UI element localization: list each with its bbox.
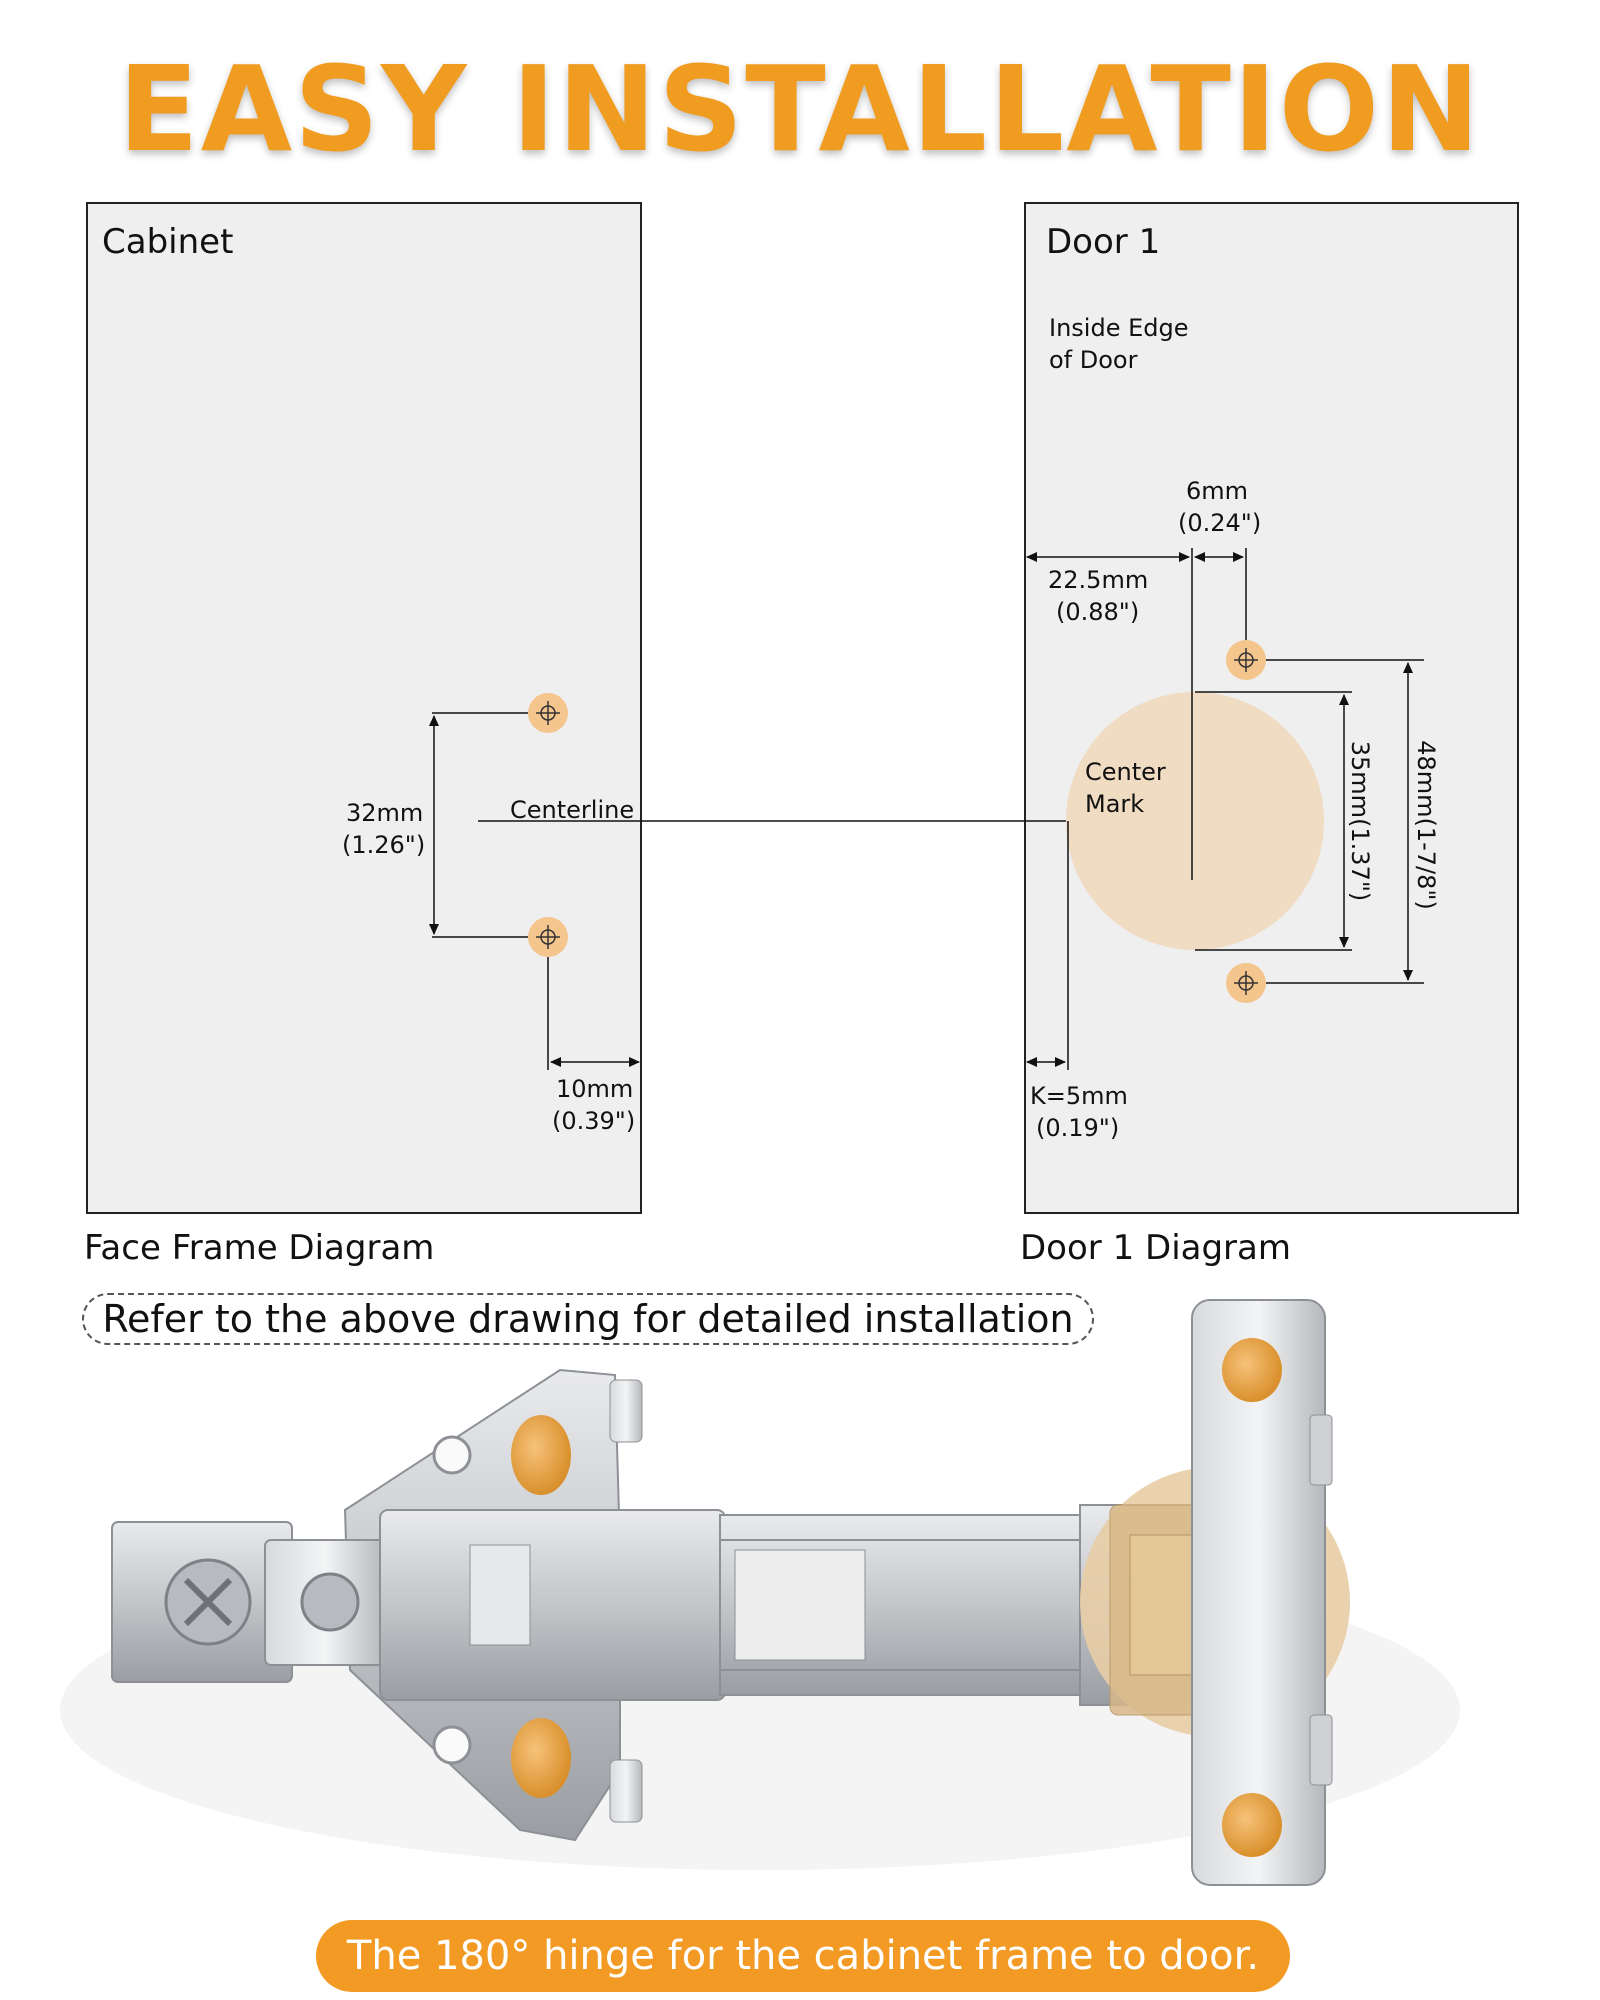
offset-in-label: (0.88") bbox=[1056, 598, 1140, 626]
door-screw-hole-top bbox=[1226, 640, 1266, 680]
cabinet-screw-hole-bottom bbox=[528, 917, 568, 957]
k-mm-label: K=5mm bbox=[1030, 1082, 1128, 1110]
bottom-banner: The 180° hinge for the cabinet frame to … bbox=[316, 1920, 1290, 1992]
spacing-mm-label: 32mm bbox=[346, 799, 424, 827]
center-mark-label-line1: Center bbox=[1085, 758, 1166, 786]
spacing-in-label: (1.26") bbox=[342, 831, 426, 859]
edge-in-label: (0.39") bbox=[552, 1107, 636, 1135]
hinge-cup-circle bbox=[1066, 692, 1324, 950]
face-frame-caption: Face Frame Diagram bbox=[84, 1228, 435, 1268]
edge-mm-label: 10mm bbox=[556, 1075, 634, 1103]
centerline-label: Centerline bbox=[510, 796, 635, 824]
refer-note: Refer to the above drawing for detailed … bbox=[82, 1293, 1094, 1345]
door-heading: Door 1 bbox=[1046, 222, 1161, 262]
cabinet-heading: Cabinet bbox=[102, 222, 234, 262]
offset-mm-label: 22.5mm bbox=[1048, 566, 1149, 594]
cup-diameter-label: 35mm(1.37") bbox=[1346, 741, 1374, 902]
offset-small-in-label: (0.24") bbox=[1178, 509, 1262, 537]
installation-diagram-drawing: 35mm(1.37") 48mm(1-7/8") bbox=[429, 548, 1440, 1070]
inside-edge-label-line1: Inside Edge bbox=[1049, 314, 1189, 342]
center-mark-label-line2: Mark bbox=[1085, 790, 1145, 818]
screw-spacing-label: 48mm(1-7/8") bbox=[1412, 740, 1440, 910]
offset-small-mm-label: 6mm bbox=[1186, 477, 1249, 505]
door-screw-hole-bottom bbox=[1226, 963, 1266, 1003]
page-title: EASY INSTALLATION bbox=[118, 40, 1482, 178]
k-in-label: (0.19") bbox=[1036, 1114, 1120, 1142]
hinge-illustration bbox=[60, 1299, 1460, 1886]
door-panel bbox=[1024, 202, 1519, 1214]
inside-edge-label-line2: of Door bbox=[1049, 346, 1138, 374]
cabinet-screw-hole-top bbox=[528, 693, 568, 733]
door-diagram-caption: Door 1 Diagram bbox=[1020, 1228, 1291, 1268]
